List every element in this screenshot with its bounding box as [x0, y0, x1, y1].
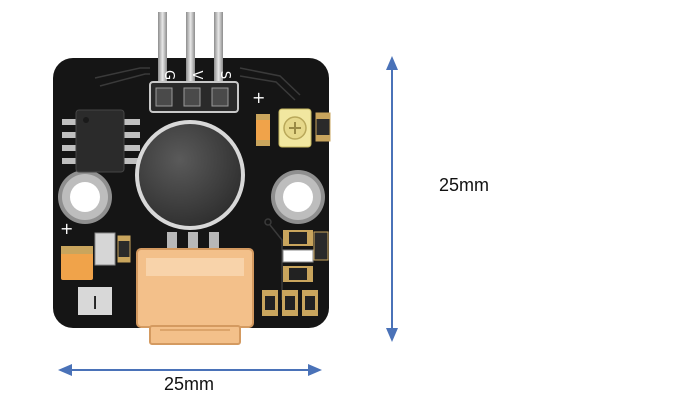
pin-label-s: S [217, 71, 232, 79]
plus-mark-left: + [60, 219, 73, 238]
module-mark-box [78, 287, 112, 315]
smd-components [94, 112, 331, 316]
mounting-hole-left [58, 170, 112, 224]
pin-label-g: G [161, 70, 176, 80]
capacitor [61, 246, 93, 280]
width-label: 25mm [164, 374, 214, 394]
pin-label-v: V [189, 71, 204, 80]
height-label: 25mm [439, 175, 489, 195]
width-dimension [58, 364, 322, 376]
potentiometer [278, 108, 312, 148]
ic-chip [62, 109, 140, 173]
microphone [135, 120, 245, 230]
module-mark: I [92, 293, 97, 314]
mounting-hole-right [271, 170, 325, 224]
pin-header [149, 12, 239, 113]
plus-mark-top: + [252, 88, 265, 107]
silkscreen-traces [94, 67, 301, 300]
sensor-module-board: G V S + + [53, 12, 331, 345]
jst-connector [136, 232, 254, 345]
height-dimension [386, 56, 398, 342]
